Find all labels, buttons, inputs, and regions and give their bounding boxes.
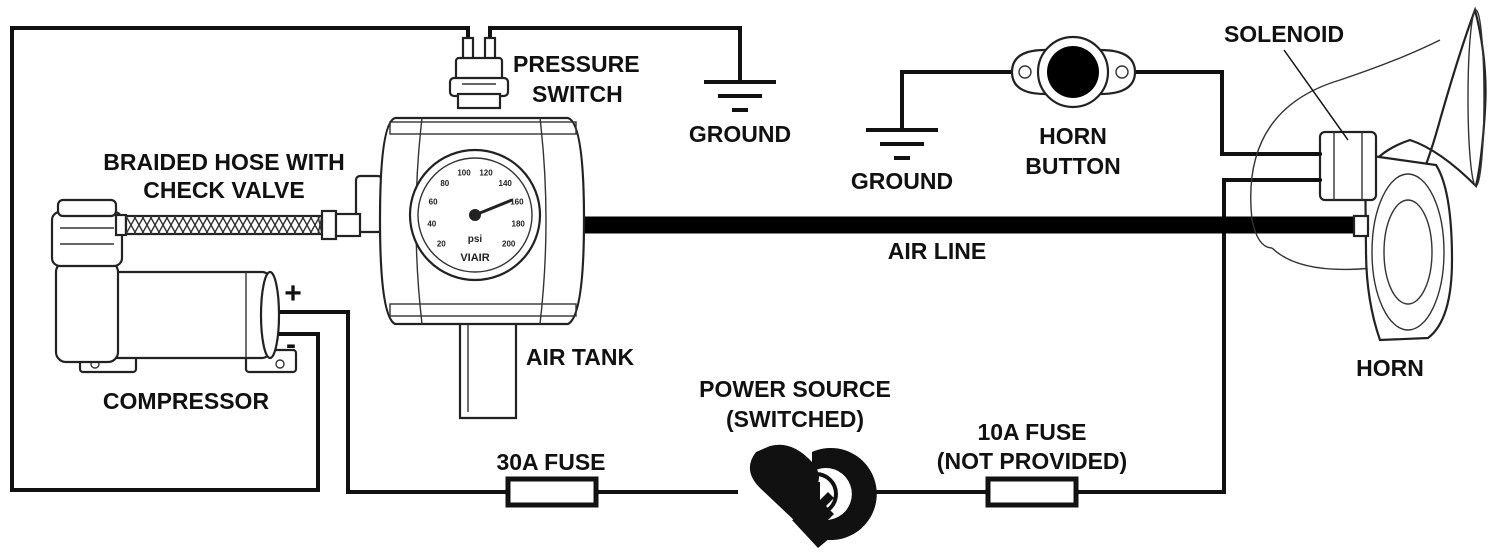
gauge-scale: 20 40 60 80 100 120 140 160 180 200 bbox=[427, 168, 525, 248]
compressor bbox=[50, 198, 298, 374]
wire-horn-button-to-solenoid bbox=[1135, 70, 1322, 156]
ground-symbol-right bbox=[866, 128, 938, 160]
ignition-key-icon bbox=[749, 444, 877, 548]
fuse-30a-label: 30A FUSE bbox=[496, 449, 605, 475]
braided-hose bbox=[114, 209, 362, 241]
wire-pressure-switch-to-compressor bbox=[10, 26, 470, 492]
gauge-scale-mark: 200 bbox=[502, 239, 516, 248]
gauge-brand: VIAIR bbox=[460, 252, 489, 264]
braided-hose-label-line1: BRAIDED HOSE WITH bbox=[103, 149, 345, 175]
ground-symbol-top bbox=[704, 80, 776, 112]
gauge-scale-mark: 80 bbox=[440, 179, 449, 188]
solenoid-label: SOLENOID bbox=[1224, 21, 1344, 47]
gauge-scale-mark: 180 bbox=[512, 220, 526, 229]
power-source-label-line2: (SWITCHED) bbox=[726, 406, 864, 432]
horn-button-label-line2: BUTTON bbox=[1025, 153, 1120, 179]
horn bbox=[1250, 6, 1487, 342]
fuse-10a bbox=[985, 476, 1079, 508]
pressure-switch bbox=[448, 36, 510, 110]
gauge-unit: psi bbox=[468, 234, 483, 245]
fuse-30a bbox=[505, 476, 599, 508]
gauge-scale-mark: 160 bbox=[510, 198, 524, 207]
air-line-label: AIR LINE bbox=[888, 238, 986, 264]
gauge-scale-mark: 60 bbox=[429, 198, 438, 207]
power-source-label-line1: POWER SOURCE bbox=[699, 376, 891, 402]
gauge-scale-mark: 140 bbox=[499, 179, 513, 188]
wire-horn-button-to-ground bbox=[900, 70, 1012, 128]
wire-fuse10-to-solenoid bbox=[1076, 178, 1322, 494]
ground-label-right: GROUND bbox=[851, 168, 953, 194]
air-tank: 20 40 60 80 100 120 140 160 180 200 psi VIAIR bbox=[354, 116, 586, 420]
gauge-scale-mark: 20 bbox=[437, 239, 446, 248]
horn-label: HORN bbox=[1356, 355, 1424, 381]
gauge-scale-mark: 100 bbox=[457, 168, 471, 177]
positive-terminal-label: + bbox=[284, 277, 302, 310]
pressure-switch-label-line1: PRESSURE bbox=[513, 51, 640, 77]
wires bbox=[10, 26, 1360, 494]
fuse-10a-label-line2: (NOT PROVIDED) bbox=[937, 448, 1127, 474]
ground-label-top: GROUND bbox=[689, 121, 791, 147]
gauge-scale-mark: 40 bbox=[427, 220, 436, 229]
negative-terminal-label: - bbox=[286, 328, 296, 361]
horn-button bbox=[1010, 35, 1137, 109]
horn-button-label-line1: HORN bbox=[1039, 123, 1107, 149]
fuse-10a-label-line1: 10A FUSE bbox=[977, 419, 1086, 445]
braided-hose-label-line2: CHECK VALVE bbox=[143, 177, 304, 203]
pressure-switch-label-line2: SWITCH bbox=[532, 81, 623, 107]
compressor-label: COMPRESSOR bbox=[103, 388, 270, 414]
wire-compressor-positive bbox=[272, 310, 508, 494]
air-tank-label: AIR TANK bbox=[526, 344, 635, 370]
labels: PRESSURE SWITCH GROUND GROUND HORN BUTTO… bbox=[103, 21, 1424, 475]
gauge-scale-mark: 120 bbox=[479, 168, 493, 177]
